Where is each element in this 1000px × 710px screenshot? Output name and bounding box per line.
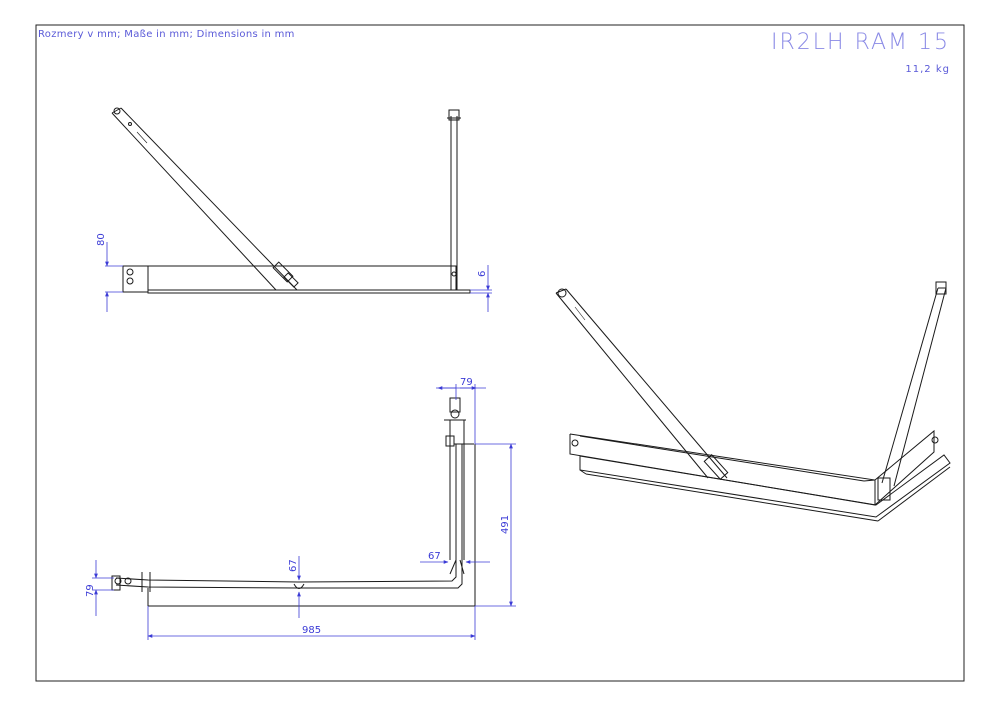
plan-view-dimensions bbox=[92, 384, 516, 640]
dim-mid-offset: 67 bbox=[288, 559, 299, 572]
side-view bbox=[111, 107, 471, 294]
isometric-view bbox=[555, 281, 951, 522]
dim-height: 491 bbox=[500, 515, 511, 534]
sheet-border bbox=[35, 24, 965, 682]
dim-side-thickness: 6 bbox=[477, 271, 488, 277]
weight-label: 11,2 kg bbox=[905, 64, 950, 75]
dim-left-offset: 79 bbox=[85, 584, 96, 597]
dim-top-offset: 79 bbox=[460, 377, 473, 388]
model-title: IR2LH RAM 15 bbox=[771, 30, 950, 55]
units-note: Rozmery v mm; Maße in mm; Dimensions in … bbox=[38, 29, 295, 40]
dim-length: 985 bbox=[302, 625, 321, 636]
dim-inner-offset: 67 bbox=[428, 551, 441, 562]
side-view-dimensions bbox=[105, 242, 492, 312]
dim-side-height: 80 bbox=[96, 233, 107, 246]
plan-view bbox=[111, 397, 476, 607]
